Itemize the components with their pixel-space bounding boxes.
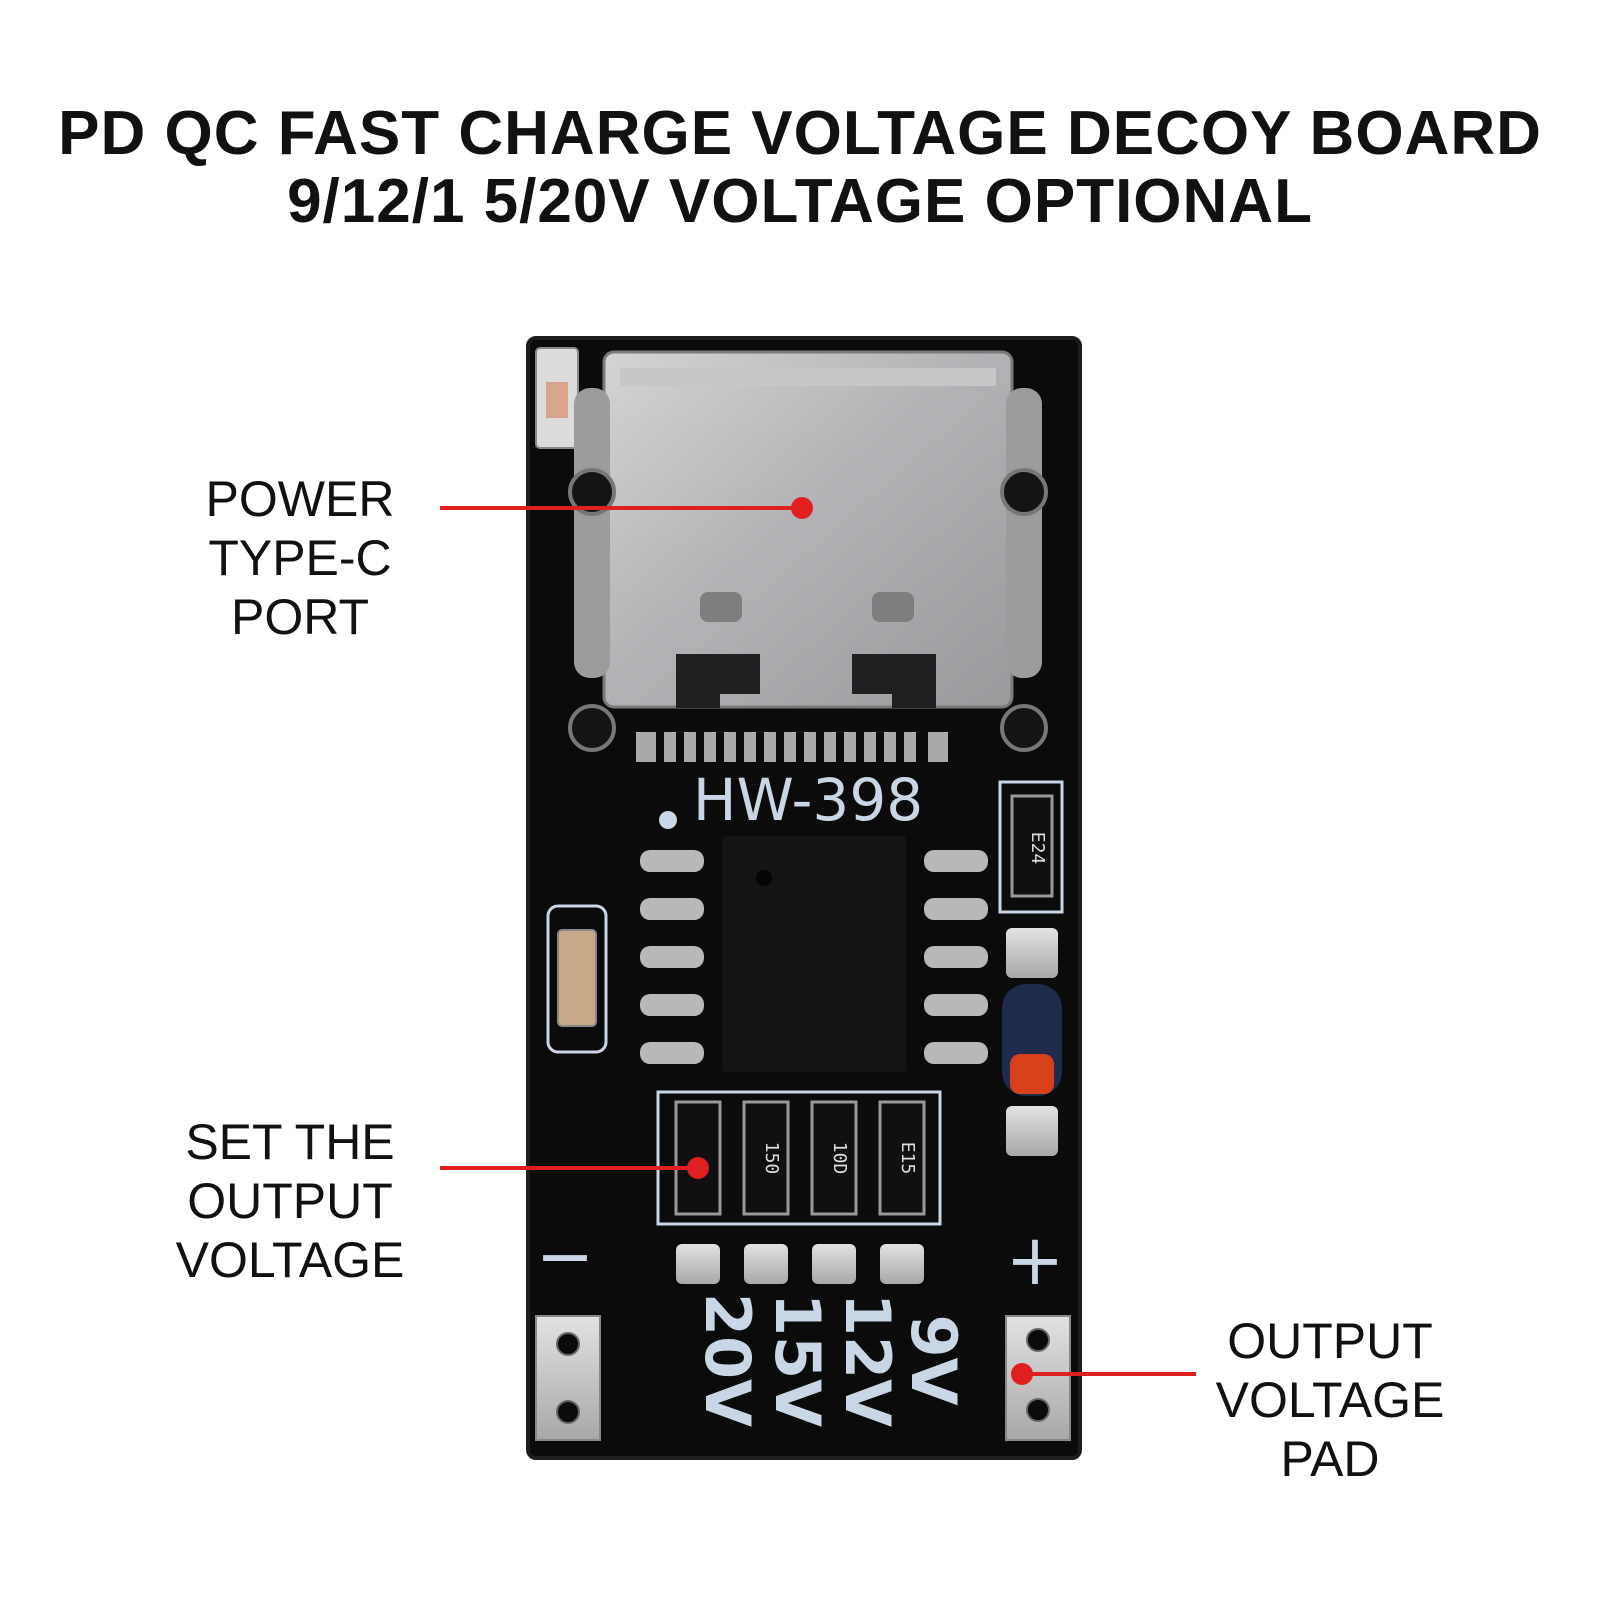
callout-port-line-3: PORT (231, 589, 369, 645)
voltage-label-15v: 15V (761, 1293, 834, 1427)
solder-bridge-pads (676, 1244, 924, 1284)
callout-set-line-3: VOLTAGE (175, 1232, 405, 1288)
callout-set-line-1: SET THE (185, 1114, 395, 1170)
led-lens (546, 382, 568, 418)
callout-pad-line-3: PAD (1280, 1431, 1380, 1487)
callout-set-line-2: OUTPUT (187, 1173, 393, 1229)
voltage-label-12v: 12V (831, 1293, 904, 1427)
callout-line-port (440, 497, 813, 519)
right-resistor-outline (998, 780, 1064, 914)
callout-set-voltage-label: SET THE OUTPUT VOLTAGE (160, 1113, 420, 1290)
board-model-label: HW-398 (693, 766, 923, 834)
diode-red-band (1010, 1054, 1054, 1094)
callout-line-set-voltage (440, 1157, 709, 1179)
main-ic-chip (722, 836, 906, 1072)
pcb-edge (526, 336, 1082, 1460)
title-line-2: 9/12/1 5/20V VOLTAGE OPTIONAL (287, 167, 1313, 236)
resistor-code-1: 150 (761, 1142, 782, 1175)
right-resistor-code: E24 (1027, 832, 1048, 865)
callout-port-line-1: POWER (205, 471, 395, 527)
diode-top-pad (1006, 928, 1058, 978)
pin1-marker-dot (659, 811, 677, 829)
right-resistor (1010, 794, 1054, 898)
title-line-1: PD QC FAST CHARGE VOLTAGE DECOY BOARD (58, 99, 1542, 168)
resistor-code-3: E15 (897, 1142, 918, 1175)
left-component-outline (546, 904, 608, 1054)
selector-resistor-3 (810, 1100, 858, 1216)
resistor-code-2: 10D (829, 1142, 850, 1175)
ic-pins-left (640, 850, 704, 1064)
callout-port-line-2: TYPE-C (208, 530, 392, 586)
output-pad-negative (535, 1315, 601, 1441)
selector-outline (656, 1090, 942, 1226)
ic-pin1-dimple (756, 870, 772, 886)
left-capacitor (557, 929, 597, 1027)
ic-pins-right (924, 850, 988, 1064)
callout-output-pad-label: OUTPUT VOLTAGE PAD (1195, 1312, 1465, 1489)
callout-port-label: POWER TYPE-C PORT (180, 470, 420, 647)
plus-polarity-mark: + (1006, 1219, 1065, 1301)
minus-polarity-mark: − (536, 1215, 595, 1297)
callout-pad-line-1: OUTPUT (1227, 1313, 1433, 1369)
selector-resistor-4 (878, 1100, 926, 1216)
voltage-label-20v: 20V (691, 1293, 764, 1427)
voltage-label-9v: 9V (897, 1314, 970, 1405)
connector-pins (636, 732, 948, 762)
selector-resistor-2 (742, 1100, 790, 1216)
callout-pad-line-2: VOLTAGE (1215, 1372, 1445, 1428)
callout-line-output-pad (1011, 1363, 1196, 1385)
diode-bottom-pad (1006, 1106, 1058, 1156)
type-c-connector (568, 350, 1048, 752)
